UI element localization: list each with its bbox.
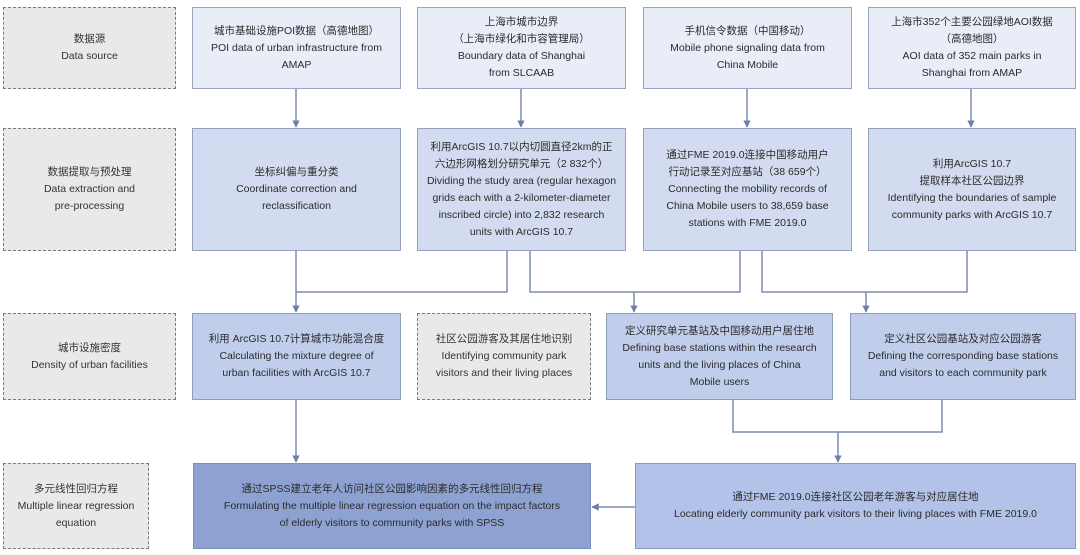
label-en: Data source: [61, 50, 118, 62]
text-line: Locating elderly community park visitors…: [674, 508, 1037, 520]
row-label-density: 城市设施密度 Density of urban facilities: [3, 313, 176, 400]
text-line: Defining base stations within the resear…: [622, 341, 817, 354]
text-line: grids each with a 2-kilometer-diameter: [432, 191, 611, 204]
box-fme-locating: 通过FME 2019.0连接社区公园老年游客与对应居住地 Locating el…: [635, 463, 1076, 549]
text-line: 城市基础设施POI数据（高德地图）: [213, 24, 380, 37]
text-line: 通过FME 2019.0连接中国移动用户: [666, 149, 829, 161]
text-line: of elderly visitors to community parks w…: [279, 516, 505, 529]
text-line: units and the living places of China: [638, 358, 801, 371]
text-line: Formulating the multiple linear regressi…: [223, 499, 561, 512]
label-en: equation: [55, 516, 97, 529]
connector-grid-fme-join: [529, 251, 741, 293]
box-park-boundaries: 利用ArcGIS 10.7 提取样本社区公园边界 Identifying the…: [868, 128, 1076, 251]
text-line: reclassification: [262, 200, 331, 212]
text-line: 定义社区公园基站及对应公园游客: [884, 333, 1042, 345]
text-line: from SLCAAB: [488, 67, 555, 79]
label-en: Density of urban facilities: [31, 358, 148, 371]
label-en: visitors and their living places: [435, 367, 573, 379]
box-coordinate-correction: 坐标纠偏与重分类 Coordinate correction and recla…: [192, 128, 401, 251]
text-line: Identifying the boundaries of sample: [887, 191, 1057, 204]
row-label-data-extraction: 数据提取与预处理 Data extraction and pre-process…: [3, 128, 176, 251]
text-line: （高德地图）: [940, 33, 1004, 45]
connector-grid-to-mixture: [296, 251, 508, 293]
box-boundary-data: 上海市城市边界 （上海市绿化和市容管理局） Boundary data of S…: [417, 7, 626, 89]
label-en: Multiple linear regression: [17, 499, 135, 512]
box-signaling-data: 手机信令数据（中国移动） Mobile phone signaling data…: [643, 7, 852, 89]
text-line: （上海市绿化和市容管理局）: [453, 33, 590, 45]
label-zh: 城市设施密度: [58, 341, 121, 354]
text-line: 通过FME 2019.0连接社区公园老年游客与对应居住地: [732, 491, 979, 503]
text-line: 利用ArcGIS 10.7以内切圆直径2km的正: [430, 140, 613, 153]
text-line: 手机信令数据（中国移动）: [684, 24, 811, 37]
text-line: Calculating the mixture degree of: [219, 350, 374, 362]
text-line: and visitors to each community park: [879, 367, 1047, 379]
text-line: stations with FME 2019.0: [688, 217, 807, 229]
text-line: China Mobile users to 38,659 base: [666, 200, 829, 212]
text-line: urban facilities with ArcGIS 10.7: [222, 367, 371, 379]
box-mixture-degree: 利用 ArcGIS 10.7计算城市功能混合度 Calculating the …: [192, 313, 401, 400]
text-line: Dividing the study area (regular hexagon: [426, 174, 617, 187]
row-label-data-source: 数据源 Data source: [3, 7, 176, 89]
connector-fme-parks-join: [761, 251, 968, 293]
text-line: community parks with ArcGIS 10.7: [891, 208, 1053, 221]
text-line: 定义研究单元基站及中国移动用户居住地: [625, 324, 814, 337]
text-line: units with ArcGIS 10.7: [469, 225, 574, 238]
text-line: 通过SPSS建立老年人访问社区公园影响因素的多元线性回归方程: [241, 482, 543, 495]
box-define-park-visitors: 定义社区公园基站及对应公园游客 Defining the correspondi…: [850, 313, 1076, 400]
text-line: 行动记录至对应基站（38 659个）: [668, 166, 827, 178]
text-line: POI data of urban infrastructure from: [211, 41, 382, 54]
text-line: 利用 ArcGIS 10.7计算城市功能混合度: [208, 333, 385, 345]
row-label-regression: 多元线性回归方程 Multiple linear regression equa…: [3, 463, 149, 549]
label-en: Identifying community park: [441, 350, 567, 362]
box-spss-regression: 通过SPSS建立老年人访问社区公园影响因素的多元线性回归方程 Formulati…: [193, 463, 591, 549]
label-zh: 数据提取与预处理: [47, 166, 132, 178]
text-line: Boundary data of Shanghai: [457, 50, 586, 62]
text-line: 上海市352个主要公园绿地AOI数据: [891, 16, 1053, 28]
box-aoi-data: 上海市352个主要公园绿地AOI数据 （高德地图） AOI data of 35…: [868, 7, 1076, 89]
label-zh: 多元线性回归方程: [34, 482, 118, 495]
text-line: Defining the corresponding base stations: [867, 350, 1059, 362]
text-line: Mobile phone signaling data from: [670, 41, 825, 54]
text-line: Shanghai from AMAP: [921, 67, 1023, 79]
text-line: AOI data of 352 main parks in: [902, 50, 1042, 62]
box-define-base-stations: 定义研究单元基站及中国移动用户居住地 Defining base station…: [606, 313, 833, 400]
box-mobility-records: 通过FME 2019.0连接中国移动用户 行动记录至对应基站（38 659个） …: [643, 128, 852, 251]
text-line: 上海市城市边界: [484, 16, 559, 28]
row-label-visitor-identification: 社区公园游客及其居住地识别 Identifying community park…: [417, 313, 591, 400]
text-line: AMAP: [281, 58, 312, 71]
label-en: pre-processing: [54, 200, 125, 212]
label-en: Data extraction and: [43, 183, 136, 195]
text-line: 提取样本社区公园边界: [919, 174, 1025, 187]
label-zh: 社区公园游客及其居住地识别: [435, 333, 573, 345]
box-hexagon-grid: 利用ArcGIS 10.7以内切圆直径2km的正 六边形网格划分研究单元（2 8…: [417, 128, 626, 251]
text-line: China Mobile: [716, 58, 779, 71]
text-line: 利用ArcGIS 10.7: [932, 157, 1012, 170]
text-line: Connecting the mobility records of: [668, 183, 827, 195]
text-line: 六边形网格划分研究单元（2 832个）: [434, 157, 609, 170]
label-zh: 数据源: [73, 33, 106, 45]
text-line: Mobile users: [689, 375, 750, 388]
box-poi-data: 城市基础设施POI数据（高德地图） POI data of urban infr…: [192, 7, 401, 89]
connector-stations-visitors-join: [732, 400, 943, 433]
text-line: Coordinate correction and: [236, 183, 357, 195]
text-line: inscribed circle) into 2,832 research: [438, 208, 605, 221]
text-line: 坐标纠偏与重分类: [254, 166, 339, 178]
